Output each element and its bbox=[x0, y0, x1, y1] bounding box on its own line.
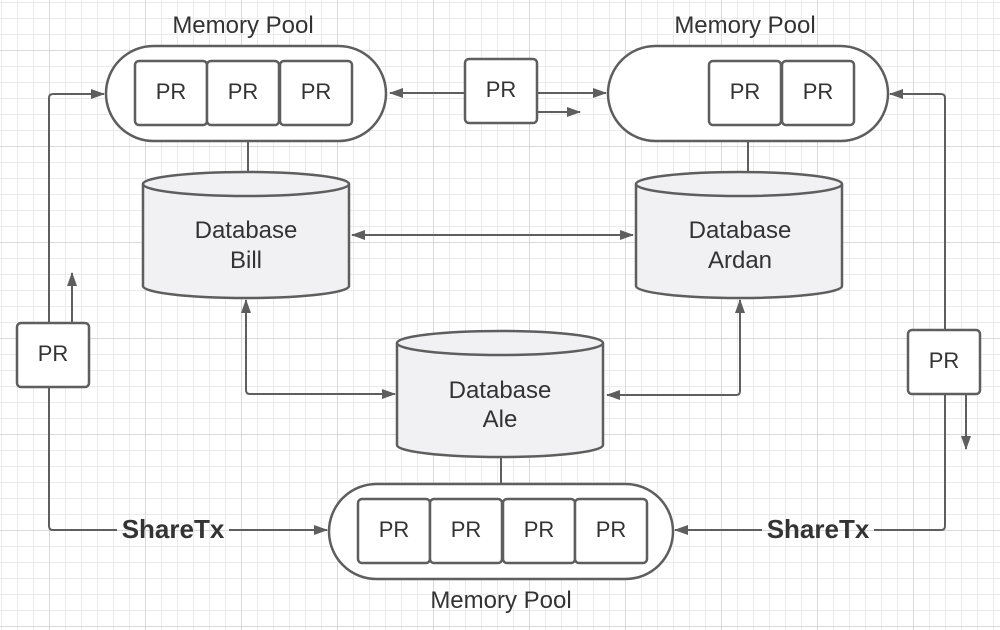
memory-pool-top-left[interactable]: Memory Pool PR PR PR bbox=[104, 12, 388, 143]
database-label-line1: Database bbox=[449, 377, 552, 404]
pr-box[interactable] bbox=[278, 59, 354, 127]
pr-box[interactable] bbox=[15, 321, 91, 389]
pr-node-left[interactable]: PR bbox=[15, 321, 91, 389]
pr-label: PR bbox=[730, 79, 761, 104]
pool-title: Memory Pool bbox=[172, 12, 313, 39]
database-ardan[interactable]: Database Ardan bbox=[634, 170, 844, 300]
database-label-line1: Database bbox=[195, 217, 298, 244]
database-body[interactable] bbox=[634, 184, 844, 300]
sharetx-label-left: ShareTx bbox=[122, 514, 225, 544]
pr-label: PR bbox=[379, 517, 410, 542]
database-ale[interactable]: Database Ale bbox=[395, 329, 605, 459]
database-label-line2: Ardan bbox=[708, 247, 772, 274]
database-top[interactable] bbox=[395, 329, 605, 357]
pr-label: PR bbox=[524, 517, 555, 542]
memory-pool-bottom[interactable]: PR PR PR PR Memory Pool bbox=[327, 482, 675, 614]
pr-label: PR bbox=[596, 517, 627, 542]
pr-item[interactable]: PR bbox=[573, 497, 649, 565]
pr-label: PR bbox=[929, 348, 960, 373]
pr-box[interactable] bbox=[573, 497, 649, 565]
pr-item[interactable]: PR bbox=[501, 497, 577, 565]
pr-label: PR bbox=[301, 79, 332, 104]
pr-label: PR bbox=[156, 79, 187, 104]
pr-item[interactable]: PR bbox=[707, 59, 783, 127]
pr-item[interactable]: PR bbox=[356, 497, 432, 565]
edge-bill-ale[interactable] bbox=[241, 299, 396, 399]
pr-node-top-middle[interactable]: PR bbox=[463, 57, 539, 125]
pr-box[interactable] bbox=[780, 59, 856, 127]
database-bill[interactable]: Database Bill bbox=[141, 170, 351, 300]
pr-item[interactable]: PR bbox=[780, 59, 856, 127]
database-label-line1: Database bbox=[689, 217, 792, 244]
pr-label: PR bbox=[228, 79, 259, 104]
pr-label: PR bbox=[38, 341, 69, 366]
pr-label: PR bbox=[451, 517, 482, 542]
pr-item[interactable]: PR bbox=[428, 497, 504, 565]
database-top[interactable] bbox=[141, 170, 351, 198]
edge-ardan-ale[interactable] bbox=[606, 299, 745, 400]
pr-box[interactable] bbox=[463, 57, 539, 125]
database-label-line2: Bill bbox=[230, 247, 262, 274]
pr-item[interactable]: PR bbox=[278, 59, 354, 127]
pr-box[interactable] bbox=[906, 328, 982, 396]
database-label-line2: Ale bbox=[483, 406, 518, 433]
pr-node-right[interactable]: PR bbox=[906, 328, 982, 396]
edge-right-loop-up[interactable] bbox=[874, 89, 946, 531]
pr-label: PR bbox=[486, 77, 517, 102]
pr-item[interactable]: PR bbox=[133, 59, 209, 127]
memory-pool-top-right[interactable]: Memory Pool PR PR bbox=[606, 12, 890, 143]
pool-title: Memory Pool bbox=[430, 587, 571, 614]
edge-left-loop-up[interactable] bbox=[48, 89, 117, 531]
edges bbox=[48, 88, 971, 535]
pool-title: Memory Pool bbox=[674, 12, 815, 39]
database-body[interactable] bbox=[141, 184, 351, 300]
database-body[interactable] bbox=[395, 343, 605, 459]
pr-label: PR bbox=[803, 79, 834, 104]
sharetx-label-right: ShareTx bbox=[767, 514, 870, 544]
pr-item[interactable]: PR bbox=[205, 59, 281, 127]
database-top[interactable] bbox=[634, 170, 844, 198]
